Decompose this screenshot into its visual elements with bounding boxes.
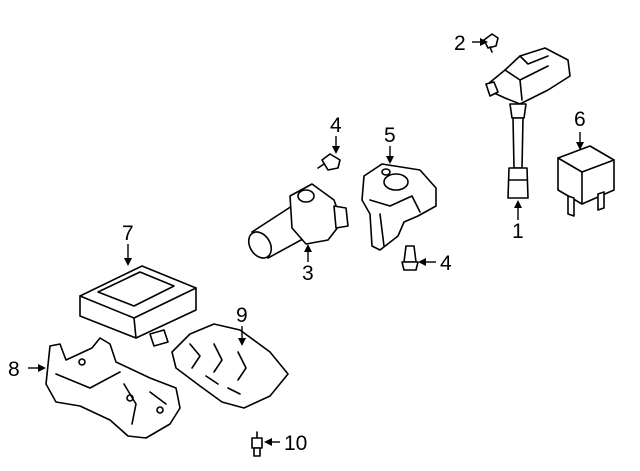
callout-2: 2 [454, 32, 466, 55]
part-4-bolt-lower [401, 245, 419, 271]
callout-1: 1 [512, 220, 524, 243]
callout-3: 3 [302, 262, 314, 285]
callout-8: 8 [8, 358, 20, 381]
part-4-bolt-upper [317, 153, 341, 171]
callout-5: 5 [384, 124, 396, 147]
part-1-ignition-coil [485, 47, 571, 199]
part-3-sensor [247, 183, 349, 259]
callout-9: 9 [236, 304, 248, 327]
callout-7: 7 [122, 222, 134, 245]
part-2-bolt [483, 33, 499, 53]
part-7-control-module [79, 265, 197, 347]
callout-4-upper: 4 [330, 114, 342, 137]
callout-labels: 1 2 3 4 4 5 6 7 8 9 10 [8, 32, 586, 455]
part-10-fastener [251, 431, 263, 457]
part-6-relay [557, 145, 615, 217]
callout-6: 6 [574, 108, 586, 131]
part-8-mounting-bracket [45, 337, 181, 439]
part-9-heat-shield [171, 323, 289, 409]
callout-arrows [28, 38, 584, 446]
part-5-sensor-bracket [361, 163, 437, 251]
callout-4-lower: 4 [440, 252, 452, 275]
callout-10: 10 [284, 432, 307, 455]
